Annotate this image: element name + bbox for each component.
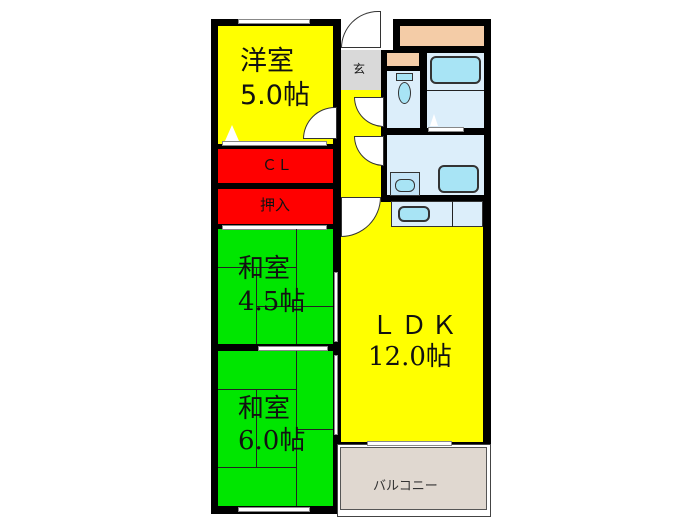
- storage: [400, 26, 484, 46]
- oshiire-label: 押入: [260, 196, 291, 214]
- sliding-door[interactable]: [258, 346, 328, 351]
- closet-label: ＣＬ: [262, 156, 293, 174]
- ldk-size: 12.0帖: [368, 342, 452, 372]
- bath-door[interactable]: [428, 127, 464, 132]
- sliding-door[interactable]: [222, 225, 327, 230]
- tatami-line: [296, 229, 297, 344]
- japanese-room-1: [218, 229, 333, 344]
- japanese-room-2: [218, 351, 333, 506]
- balcony-label: バルコニー: [373, 479, 438, 494]
- closet-marker-icon: [225, 125, 239, 141]
- closet-door[interactable]: [222, 141, 327, 146]
- japanese-room-1-name: 和室: [238, 254, 291, 284]
- window: [238, 507, 310, 512]
- washing-machine-icon: [438, 165, 479, 193]
- bathtub-icon: [430, 56, 481, 84]
- japanese-room-1-size: 4.5帖: [238, 287, 306, 317]
- tatami-line: [218, 389, 297, 390]
- storage-small: [387, 53, 419, 66]
- tatami-line: [218, 467, 297, 468]
- window: [367, 441, 452, 446]
- japanese-room-2-name: 和室: [238, 394, 291, 424]
- ldk-name: ＬＤＫ: [371, 311, 462, 341]
- tatami-line: [296, 351, 297, 506]
- western-room-name: 洋室: [240, 46, 294, 77]
- toilet-bowl-icon: [398, 82, 411, 104]
- tatami-line: [296, 429, 333, 430]
- sink-icon: [398, 206, 430, 222]
- sliding-door[interactable]: [334, 272, 338, 342]
- entrance-label: 玄: [353, 62, 366, 76]
- closet: [218, 149, 333, 183]
- counter-divider: [452, 201, 453, 227]
- ldk: [341, 202, 483, 442]
- tatami-line: [256, 389, 257, 467]
- oshiire: [218, 189, 333, 224]
- tatami-line: [256, 267, 257, 344]
- entrance: [341, 50, 381, 90]
- bath-marker-icon: [430, 114, 438, 126]
- western-room-size: 5.0帖: [240, 80, 310, 111]
- toilet-icon: [396, 73, 413, 81]
- tatami-line: [218, 267, 297, 268]
- sliding-door[interactable]: [334, 355, 338, 435]
- washbasin-bowl-icon: [395, 179, 415, 192]
- tatami-line: [256, 306, 333, 307]
- bath-line: [427, 90, 484, 91]
- balcony: [340, 447, 487, 510]
- window: [238, 19, 310, 24]
- ldk-area: [381, 222, 483, 242]
- japanese-room-2-size: 6.0帖: [238, 426, 306, 456]
